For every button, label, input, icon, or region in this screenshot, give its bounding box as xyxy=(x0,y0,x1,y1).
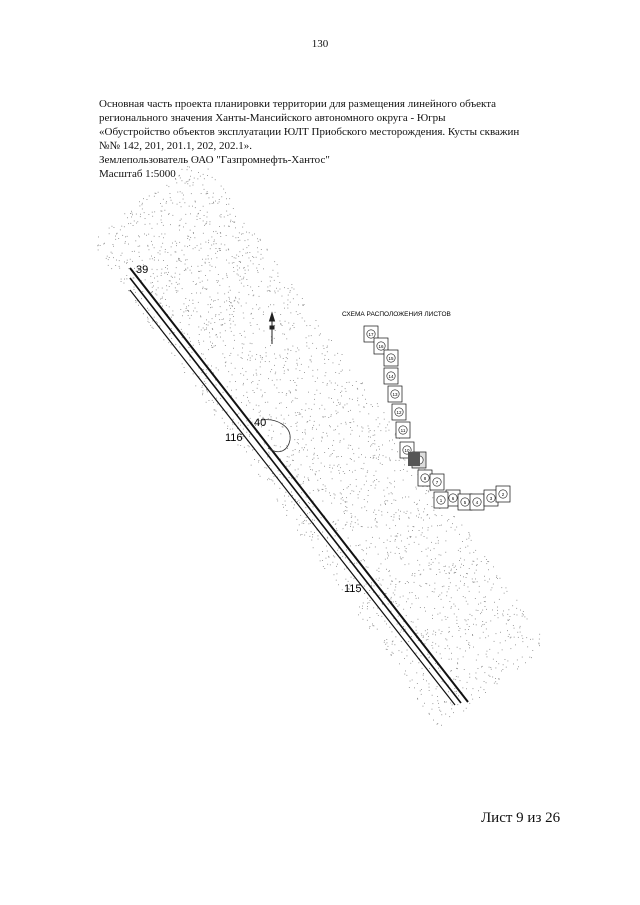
scheme-hatched-block xyxy=(408,452,420,466)
header-line-3: «Обустройство объектов эксплуатации ЮЛТ … xyxy=(99,126,520,138)
scheme-sheet-label: 5 xyxy=(464,500,467,505)
scheme-sheet-label: 2 xyxy=(502,492,505,497)
scheme-sheet-label: 6 xyxy=(452,496,455,501)
point-label-40: 40 xyxy=(254,417,266,429)
point-label-115: 115 xyxy=(344,583,362,595)
scheme-sheet-label: 11 xyxy=(401,428,406,433)
scheme-sheet-2: 2 xyxy=(495,485,511,503)
page-number: 130 xyxy=(311,38,329,50)
map-scale: Масштаб 1:5000 xyxy=(99,168,176,180)
north-arrow-icon xyxy=(268,311,276,344)
header-line-1: Основная часть проекта планировки террит… xyxy=(99,98,497,110)
point-label-116: 116 xyxy=(225,432,243,444)
header-line-2: регионального значения Ханты-Мансийского… xyxy=(99,112,446,124)
scheme-sheet-11: 11 xyxy=(395,421,411,439)
land-user: Землепользователь ОАО "Газпромнефть-Хант… xyxy=(99,154,330,166)
scheme-sheet-label: 8 xyxy=(424,476,427,481)
boundary-loop xyxy=(261,419,291,453)
scheme-sheet-13: 13 xyxy=(387,385,403,403)
scheme-sheet-label: 4 xyxy=(476,500,479,505)
scheme-sheet-label: 7 xyxy=(436,480,439,485)
scheme-sheet-14: 14 xyxy=(383,367,399,385)
scheme-sheet-label: 15 xyxy=(388,356,394,361)
scheme-sheet-15: 15 xyxy=(383,349,399,367)
pipeline-lines xyxy=(129,267,469,706)
scheme-sheet-4: 4 xyxy=(469,493,485,511)
header-line-4: №№ 142, 201, 201.1, 202, 202.1». xyxy=(99,140,252,152)
scheme-sheet-label: 12 xyxy=(396,410,402,415)
scheme-sheet-label: 13 xyxy=(392,392,398,397)
scheme-sheet-label: 3 xyxy=(490,496,493,501)
point-label-39: 39 xyxy=(136,264,148,276)
document-header: Основная часть проекта планировки террит… xyxy=(99,97,559,181)
scheme-sheet-3: 3 xyxy=(483,489,499,507)
scheme-sheet-label: 10 xyxy=(404,448,410,453)
stipple-area xyxy=(97,157,541,726)
scheme-sheet-16: 16 xyxy=(373,337,389,355)
sheet-layout-scheme: 1716151413121110987654321 xyxy=(363,325,511,511)
scheme-sheet-12: 12 xyxy=(391,403,407,421)
scheme-sheet-label: 14 xyxy=(388,374,394,379)
scheme-sheet-7: 7 xyxy=(429,473,445,491)
scheme-sheet-label: 1 xyxy=(440,498,443,503)
scheme-sheet-label: 16 xyxy=(378,344,384,349)
sheet-counter: Лист 9 из 26 xyxy=(481,810,561,826)
scheme-sheet-label: 17 xyxy=(368,332,374,337)
scheme-title: СХЕМА РАСПОЛОЖЕНИЯ ЛИСТОВ xyxy=(342,311,451,318)
scheme-sheet-1: 1 xyxy=(433,491,449,509)
